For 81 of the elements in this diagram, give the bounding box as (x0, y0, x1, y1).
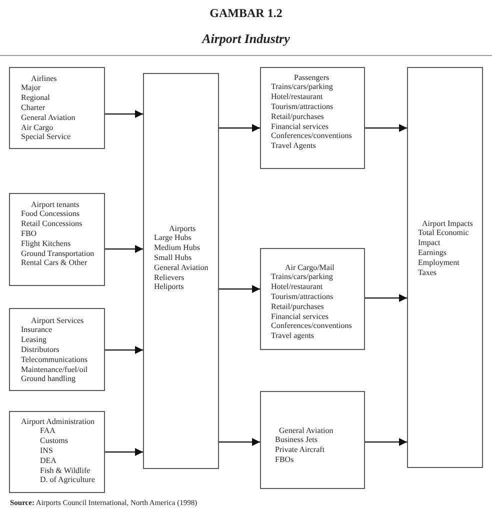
list-item: General Aviation (154, 262, 208, 273)
list-item: Financial services (271, 312, 329, 322)
arrow (365, 294, 407, 302)
list-item: Telecommunications (21, 354, 88, 365)
box-heading: General Aviation (279, 426, 334, 436)
list-item: Food Concessions (21, 209, 80, 220)
process-box (9, 193, 105, 286)
list-item: Retail Concessions (21, 219, 82, 229)
list-item: Small Hubs (154, 252, 192, 263)
arrow (105, 448, 143, 456)
list-item: INS (40, 446, 53, 456)
list-item: Regional (21, 93, 50, 103)
figure-title: Airport Industry (202, 31, 290, 47)
list-item: Special Service (21, 132, 71, 142)
list-item: Retail/purchases (271, 302, 324, 312)
list-item: Employment (418, 258, 460, 268)
list-item: D. of Agriculture (40, 475, 95, 486)
list-item: DEA (40, 456, 56, 466)
list-item: Relievers (154, 272, 184, 282)
list-item: Air Cargo (21, 122, 54, 132)
box-heading: Passengers (294, 72, 330, 82)
list-item: Fish & Wildlife (40, 466, 90, 476)
arrow (105, 245, 143, 253)
list-item: Travel Agents (271, 141, 316, 151)
list-item: Charter (21, 102, 45, 113)
list-item: Total Economic Impact (418, 228, 470, 248)
process-box (143, 73, 219, 469)
list-item: Financial services (271, 122, 329, 132)
list-item: FBOs (275, 454, 294, 465)
list-item: Flight Kitchens (21, 238, 71, 249)
list-item: FBO (21, 228, 37, 239)
list-item: Hotel/restaurant (271, 282, 323, 292)
list-item: Ground handling (21, 374, 76, 384)
arrow (105, 110, 143, 118)
list-item: Earnings (418, 248, 446, 258)
box-heading: Airport tenants (31, 200, 80, 210)
process-box (9, 67, 105, 149)
list-item: Leasing (21, 335, 46, 345)
process-box (407, 67, 483, 468)
list-item: Medium Hubs (154, 243, 200, 253)
arrow (219, 124, 260, 132)
arrow (219, 285, 260, 293)
arrow (365, 438, 407, 446)
list-item: Heliports (154, 282, 184, 292)
process-box (9, 411, 105, 493)
list-item: Insurance (21, 325, 52, 336)
arrow (105, 346, 143, 354)
process-box (260, 248, 365, 350)
process-box (260, 67, 365, 169)
list-item: Maintenance/fuel/oil (21, 364, 88, 374)
list-item: Taxes (418, 268, 437, 278)
list-item: Customs (40, 436, 68, 446)
list-item: Tourism/attractions (271, 292, 334, 302)
list-item: General Aviation (21, 112, 76, 123)
list-item: Retail/purchases (271, 112, 324, 122)
list-item: Tourism/attractions (271, 102, 334, 112)
list-item: Major (21, 83, 41, 94)
box-heading: Airport Administration (21, 416, 95, 426)
list-item: Business Jets (275, 435, 318, 446)
list-item: Ground Transportation (21, 248, 94, 258)
list-item: Large Hubs (154, 233, 192, 244)
list-item: Trains/cars/parking (271, 272, 333, 282)
list-item: FAA (40, 426, 56, 436)
process-box (260, 391, 365, 489)
list-item: Hotel/restaurant (271, 92, 323, 102)
list-item: Travel agents (271, 331, 314, 341)
list-item: Rental Cars & Other (21, 258, 87, 268)
list-item: Private Aircraft (275, 445, 325, 455)
list-item: Conferences/conventions (271, 321, 352, 332)
list-item: Trains/cars/parking (271, 82, 333, 92)
arrow (365, 124, 407, 132)
box-heading: Airports (169, 224, 196, 234)
box-heading: Air Cargo/Mail (285, 262, 334, 272)
figure-number: GAMBAR 1.2 (210, 6, 282, 21)
list-item: Distributors (21, 344, 60, 355)
process-box (9, 308, 105, 391)
arrow (219, 438, 260, 446)
box-heading: Airport Impacts (422, 218, 473, 228)
box-heading: Airport Services (31, 316, 84, 326)
list-item: Conferences/conventions (271, 131, 352, 142)
box-heading: Airlines (31, 74, 57, 84)
